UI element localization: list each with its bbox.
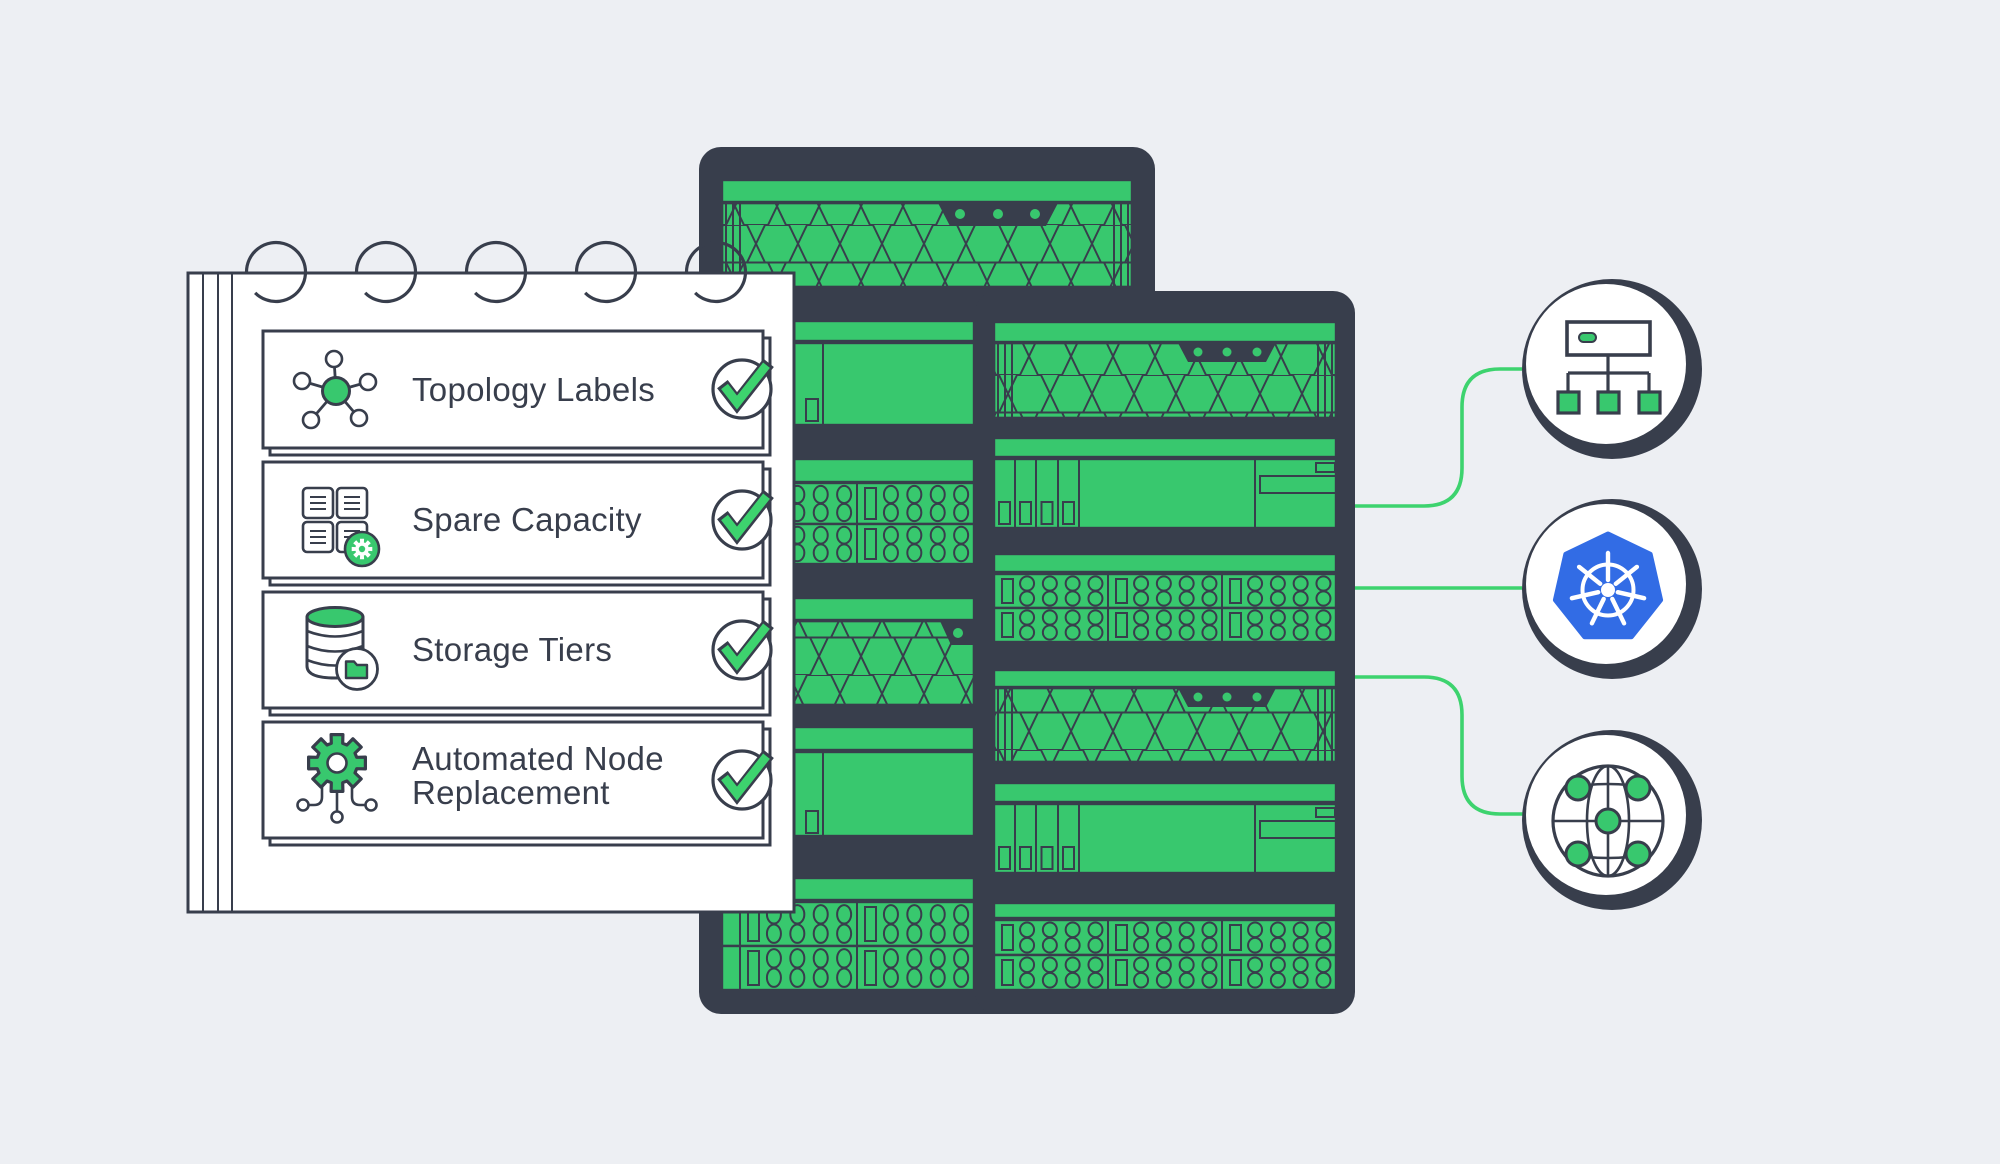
server-tree-icon bbox=[1556, 320, 1662, 415]
server-compute-node-5 bbox=[992, 781, 1338, 875]
endpoint-kubernetes bbox=[1522, 499, 1702, 679]
spiral-ring bbox=[684, 240, 748, 304]
notepad: Topology Labels bbox=[186, 240, 796, 914]
server-hex-panel-4 bbox=[992, 668, 1338, 764]
front-rack bbox=[975, 291, 1355, 1014]
drive-bay-details bbox=[739, 483, 1332, 990]
checked-badge bbox=[711, 489, 774, 551]
checklist-item-label: Storage Tiers bbox=[412, 631, 612, 668]
spiral-ring bbox=[354, 240, 418, 304]
checked-badge bbox=[711, 358, 774, 420]
drive-array-row bbox=[1001, 574, 1332, 608]
drive-array-row bbox=[1001, 608, 1332, 642]
checklist-item-storage-tiers: Storage Tiers bbox=[261, 590, 774, 717]
connector-line-3 bbox=[1355, 675, 1523, 816]
endpoint-network bbox=[1522, 730, 1702, 910]
spiral-ring bbox=[464, 240, 528, 304]
checklist-item-label-line2: Replacement bbox=[412, 774, 610, 811]
checklist-item-automated-node-replacement: Automated Node Replacement bbox=[261, 720, 774, 847]
drive-array-row bbox=[739, 902, 970, 946]
checklist-item-label: Spare Capacity bbox=[412, 501, 642, 538]
server-hex-panel-top bbox=[720, 178, 1134, 289]
checklist-item-label-line1: Automated Node bbox=[412, 740, 664, 777]
storage-tiers-icon bbox=[305, 606, 379, 691]
checklist-item-label: Topology Labels bbox=[412, 371, 655, 408]
server-compute-node-2 bbox=[992, 436, 1338, 530]
spare-capacity-icon bbox=[301, 486, 381, 568]
kubernetes-icon bbox=[1552, 531, 1664, 640]
connector-line-1 bbox=[1355, 367, 1522, 508]
spiral-ring bbox=[574, 240, 638, 304]
checklist-item-spare-capacity: Spare Capacity bbox=[261, 460, 774, 587]
drive-array-row bbox=[1001, 920, 1332, 955]
drive-array-row bbox=[739, 946, 970, 990]
globe-network-icon bbox=[1551, 764, 1665, 878]
connectors bbox=[1355, 367, 1523, 816]
notepad-page-stack-lines bbox=[202, 274, 233, 911]
spiral-binding bbox=[244, 240, 748, 304]
automated-node-replacement-icon bbox=[296, 733, 378, 824]
checked-badge bbox=[711, 749, 774, 811]
checklist-item-topology-labels: Topology Labels bbox=[261, 329, 774, 457]
server-drive-array-6 bbox=[992, 901, 1338, 992]
drive-array-row bbox=[1001, 955, 1332, 990]
checked-badge bbox=[711, 619, 774, 681]
card bbox=[261, 460, 765, 580]
topology-labels-icon bbox=[292, 349, 378, 430]
endpoint-topology bbox=[1522, 279, 1702, 459]
server-hex-panel-1 bbox=[992, 320, 1338, 420]
spiral-ring bbox=[244, 240, 308, 304]
